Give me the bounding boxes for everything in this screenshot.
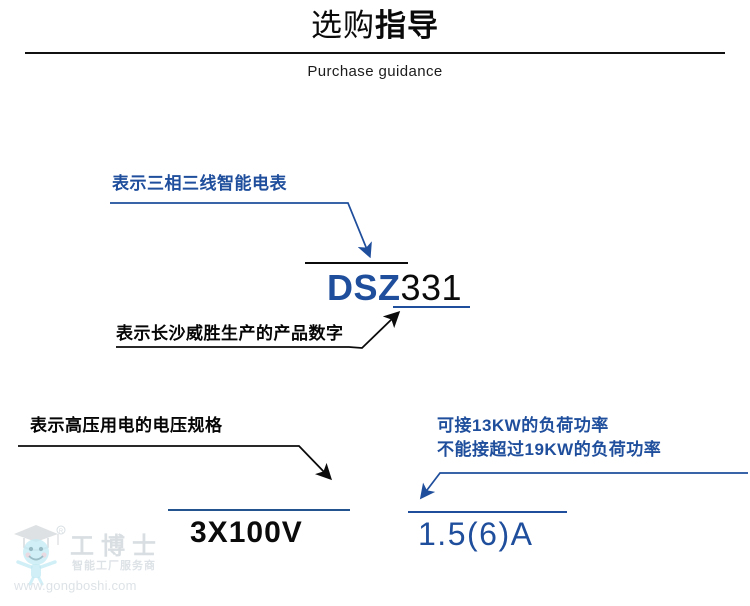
connector-load-power: [419, 472, 748, 500]
watermark: R 工博士 智能工厂服务商 www.gongboshi.com: [8, 520, 238, 602]
current-rating-value: 1.5(6)A: [418, 516, 534, 552]
annotation-voltage-spec-label: 表示高压用电的电压规格: [30, 416, 223, 435]
watermark-tagline: 智能工厂服务商: [72, 560, 156, 572]
page-title-light: 选购: [311, 8, 375, 43]
header-divider: [25, 52, 725, 54]
page-title: 选购指导: [0, 6, 750, 46]
watermark-brand: 工博士: [70, 533, 163, 560]
voltage-rating-value: 3X100V: [190, 516, 303, 549]
gongboshi-mascot-icon: R: [14, 525, 66, 586]
annotation-three-phase-label: 表示三相三线智能电表: [112, 174, 287, 193]
model-number: DSZ331: [327, 266, 462, 310]
connector-voltage-spec: [18, 445, 333, 481]
annotation-changsha-label: 表示长沙威胜生产的产品数字: [116, 324, 344, 343]
model-prefix: DSZ: [327, 267, 401, 308]
page-subtitle: Purchase guidance: [307, 63, 443, 80]
connector-three-phase: [110, 202, 372, 259]
annotation-load-power-line1: 可接13KW的负荷功率: [437, 416, 609, 435]
watermark-url: www.gongboshi.com: [14, 578, 137, 593]
annotation-load-power-line2: 不能接超过19KW的负荷功率: [437, 440, 662, 459]
page-title-bold: 指导: [375, 8, 439, 43]
model-digits: 331: [400, 267, 463, 308]
annotation-load-power-label: 可接13KW的负荷功率 不能接超过19KW的负荷功率: [437, 414, 661, 462]
svg-text:R: R: [59, 529, 64, 535]
